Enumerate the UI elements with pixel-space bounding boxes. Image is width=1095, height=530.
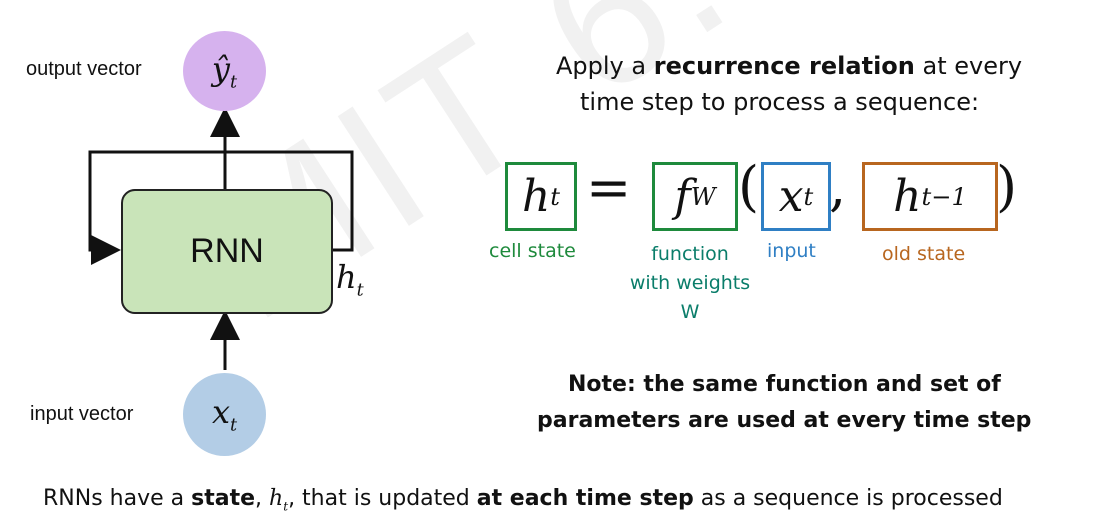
footer-sentence: RNNs have a state, ht, that is updated a… xyxy=(43,486,1003,514)
caption-function: function with weights W xyxy=(629,243,751,323)
caption-old-state: old state xyxy=(882,243,966,265)
output-symbol: ŷt xyxy=(211,49,238,93)
equals-sign: = xyxy=(586,156,632,219)
note-line-1: Note: the same function and set of xyxy=(568,372,1001,397)
recurrence-loop xyxy=(88,150,354,265)
input-node: xt xyxy=(183,373,266,456)
input-symbol: xt xyxy=(211,393,238,436)
output-node: ŷt xyxy=(183,31,266,111)
output-vector-label: output vector xyxy=(26,58,142,80)
hidden-state-label: ht xyxy=(336,258,364,301)
comma: , xyxy=(829,155,847,218)
explain-line-2: time step to process a sequence: xyxy=(580,88,980,116)
close-paren: ) xyxy=(996,155,1018,218)
rnn-cell: RNN xyxy=(121,189,333,314)
note-line-2: parameters are used at every time step xyxy=(537,408,1032,433)
input-vector-label: input vector xyxy=(30,403,134,425)
caption-input: input xyxy=(767,240,816,262)
caption-cell-state: cell state xyxy=(489,240,576,262)
open-paren: ( xyxy=(738,155,760,218)
explain-line-1: Apply a recurrence relation at every xyxy=(556,52,1023,80)
